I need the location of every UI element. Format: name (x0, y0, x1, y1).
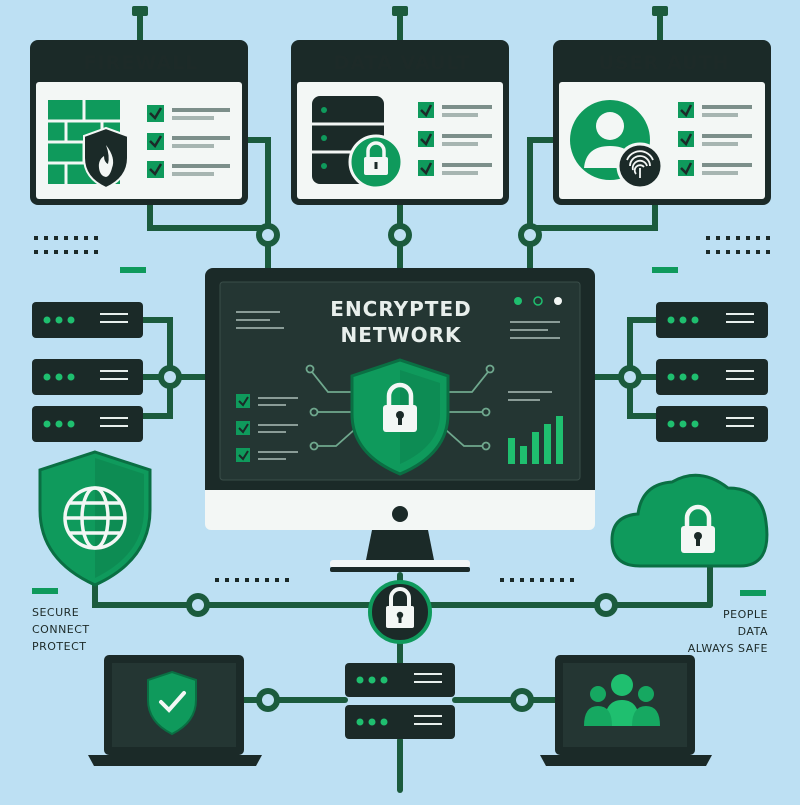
cloud-padlock-icon (610, 473, 769, 568)
window-dots (514, 296, 562, 306)
text-lines (236, 311, 560, 401)
padlock-hub-icon (368, 580, 432, 644)
server-unit (656, 406, 768, 442)
brick-wall-with-flame-shield-icon (48, 100, 129, 190)
left-caption: SECURE CONNECT PROTECT (32, 604, 90, 655)
right-caption-line: PEOPLE (723, 608, 768, 621)
node-laptop-right (510, 688, 534, 712)
node-bottom-right (594, 593, 618, 617)
firewall-panel (30, 40, 248, 205)
caption-rule-right (740, 590, 766, 596)
laptop-right (540, 655, 712, 766)
screen-checklist (236, 394, 298, 462)
circuit-lines (305, 364, 495, 451)
database-with-padlock-icon (312, 96, 404, 190)
node-vault (388, 223, 412, 247)
top-pins (132, 6, 668, 16)
right-caption-line: ALWAYS SAFE (687, 642, 768, 655)
firewall-title: FIREWALL (83, 52, 199, 74)
server-unit (32, 359, 143, 395)
node-left (158, 365, 182, 389)
left-caption-line: CONNECT (32, 623, 90, 636)
server-unit (656, 302, 768, 338)
user-auth-panel (553, 40, 771, 205)
left-caption-line: PROTECT (32, 640, 87, 653)
bar-graph (508, 416, 563, 464)
dot-row-right (500, 578, 574, 582)
shield-check-icon (147, 670, 197, 736)
connector-nodes (158, 223, 642, 712)
data-vault-panel (291, 40, 509, 205)
monitor-title: ENCRYPTED NETWORK (296, 296, 506, 348)
user-with-fingerprint-icon (570, 100, 664, 190)
checklist (678, 102, 752, 176)
central-monitor (205, 268, 595, 572)
user-auth-title: USER AUTH (598, 52, 730, 74)
left-server-stack (32, 302, 143, 442)
node-firewall (256, 223, 280, 247)
server-unit (32, 302, 143, 338)
node-bottom-left (186, 593, 210, 617)
right-server-stack (656, 302, 768, 442)
node-auth (518, 223, 542, 247)
dot-grid-right (652, 236, 770, 273)
monitor-title-line1: ENCRYPTED (330, 297, 472, 321)
checklist (147, 105, 230, 178)
server-unit (345, 705, 455, 739)
monitor-title-line2: NETWORK (340, 323, 462, 347)
node-laptop-left (256, 688, 280, 712)
shield-padlock-icon (350, 358, 450, 476)
caption-rule-left (32, 588, 58, 594)
right-caption-line: DATA (737, 625, 768, 638)
server-unit (32, 406, 143, 442)
server-unit (345, 663, 455, 697)
laptop-left (88, 655, 262, 766)
node-right (618, 365, 642, 389)
checklist (418, 102, 492, 176)
server-unit (656, 359, 768, 395)
data-vault-title: DATA VAULT (333, 52, 471, 74)
right-caption: PEOPLE DATA ALWAYS SAFE (628, 606, 768, 657)
dot-grid-left (34, 236, 146, 273)
dot-row-left (215, 578, 289, 582)
user-group-icon (584, 674, 660, 726)
bottom-server-stack (345, 663, 455, 739)
left-caption-line: SECURE (32, 606, 80, 619)
globe-shield-icon (38, 450, 152, 587)
